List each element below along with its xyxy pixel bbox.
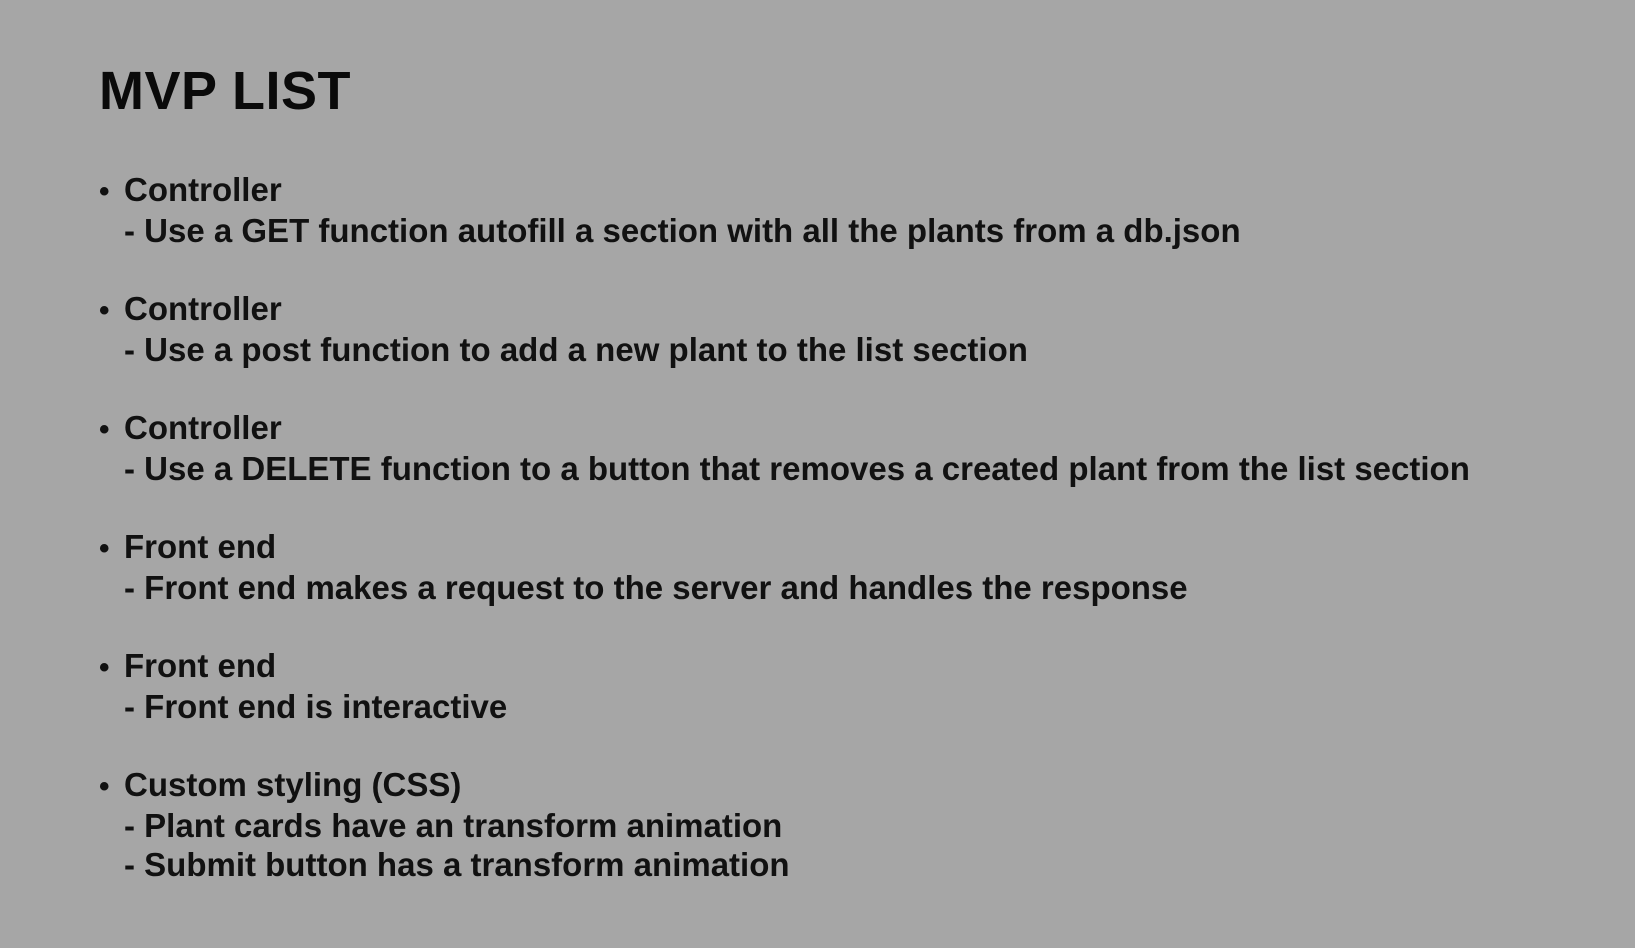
mvp-list: • Controller - Use a GET function autofi… <box>99 170 1635 884</box>
item-detail: - Use a DELETE function to a button that… <box>124 450 1470 487</box>
item-details: - Use a post function to add a new plant… <box>99 330 1635 369</box>
item-heading: Controller <box>124 409 282 446</box>
bullet-icon: • <box>99 175 110 208</box>
item-heading: Controller <box>124 290 282 327</box>
item-detail: - Plant cards have an transform animatio… <box>124 807 783 844</box>
item-details: - Plant cards have an transform animatio… <box>99 806 1635 884</box>
bullet-icon: • <box>99 770 110 803</box>
item-heading: Controller <box>124 171 282 208</box>
bullet-icon: • <box>99 651 110 684</box>
item-heading-row: • Controller <box>99 170 1635 211</box>
list-item: • Front end - Front end makes a request … <box>99 527 1635 607</box>
item-detail: - Front end is interactive <box>124 688 508 725</box>
item-detail: - Use a GET function autofill a section … <box>124 212 1241 249</box>
item-detail: - Submit button has a transform animatio… <box>124 846 790 883</box>
bullet-icon: • <box>99 532 110 565</box>
item-heading-row: • Controller <box>99 408 1635 449</box>
item-detail: - Use a post function to add a new plant… <box>124 331 1028 368</box>
item-heading: Front end <box>124 528 277 565</box>
item-heading-row: • Front end <box>99 527 1635 568</box>
list-item: • Custom styling (CSS) - Plant cards hav… <box>99 765 1635 884</box>
bullet-icon: • <box>99 294 110 327</box>
item-heading-row: • Controller <box>99 289 1635 330</box>
list-item: • Controller - Use a GET function autofi… <box>99 170 1635 250</box>
page-title: MVP LIST <box>99 61 352 121</box>
item-detail: - Front end makes a request to the serve… <box>124 569 1188 606</box>
bullet-icon: • <box>99 413 110 446</box>
item-heading-row: • Front end <box>99 646 1635 687</box>
item-details: - Front end is interactive <box>99 687 1635 726</box>
item-details: - Front end makes a request to the serve… <box>99 568 1635 607</box>
item-heading-row: • Custom styling (CSS) <box>99 765 1635 806</box>
list-item: • Controller - Use a post function to ad… <box>99 289 1635 369</box>
item-details: - Use a DELETE function to a button that… <box>99 449 1635 488</box>
item-details: - Use a GET function autofill a section … <box>99 211 1635 250</box>
list-item: • Controller - Use a DELETE function to … <box>99 408 1635 488</box>
item-heading: Custom styling (CSS) <box>124 766 462 803</box>
list-item: • Front end - Front end is interactive <box>99 646 1635 726</box>
item-heading: Front end <box>124 647 277 684</box>
